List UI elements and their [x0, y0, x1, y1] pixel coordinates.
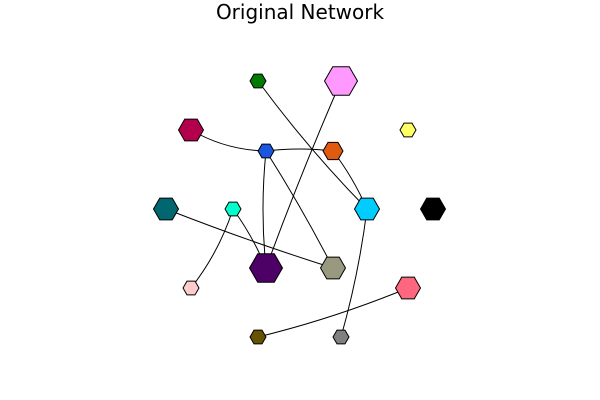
node-layer [152, 66, 447, 345]
node-n11 [248, 253, 284, 283]
edge-n7-n12 [165, 208, 334, 269]
node-n13 [182, 280, 200, 296]
node-n1 [323, 66, 359, 96]
node-n2 [249, 73, 267, 89]
node-n10 [419, 197, 447, 221]
edge-n8-n13 [190, 208, 234, 289]
edge-n4-n12 [265, 150, 334, 269]
node-n8 [224, 201, 242, 217]
node-n9 [353, 197, 381, 221]
node-n4 [257, 143, 275, 159]
node-n12 [319, 256, 347, 280]
edge-n2-n9 [257, 80, 368, 210]
edge-n1-n11 [265, 80, 342, 269]
node-n6 [399, 122, 417, 138]
edge-n9-n16 [340, 208, 368, 338]
edge-n4-n11 [262, 150, 267, 269]
node-n16 [332, 329, 350, 345]
node-n3 [177, 118, 205, 142]
node-n15 [249, 329, 267, 345]
node-n7 [152, 197, 180, 221]
edge-n14-n15 [257, 287, 409, 338]
node-n14 [394, 276, 422, 300]
node-n5 [322, 141, 344, 161]
chart-title: Original Network [215, 0, 385, 24]
